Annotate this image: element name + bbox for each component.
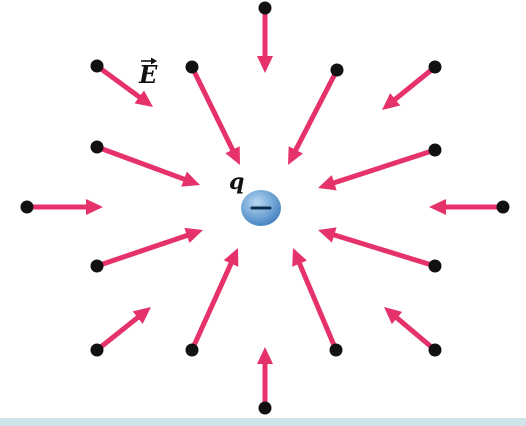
- field-label: E: [138, 60, 158, 89]
- field-arrow-16: [257, 347, 273, 411]
- arrow-head-icon: [292, 248, 307, 267]
- arrow-head-icon: [225, 146, 240, 165]
- field-arrow-4: [288, 67, 340, 165]
- arrow-head-icon: [257, 56, 273, 73]
- arrow-head-icon: [288, 146, 303, 165]
- charge-label: q: [229, 169, 244, 195]
- field-line-origin-dot: [428, 143, 442, 157]
- arrow-head-icon: [132, 307, 151, 324]
- field-arrow-shaft: [329, 147, 438, 186]
- field-arrow-12: [94, 307, 151, 353]
- arrow-head-icon: [382, 93, 401, 110]
- arrow-head-icon: [318, 227, 337, 243]
- field-line-origin-dot: [258, 401, 272, 415]
- field-line-origin-dot: [90, 343, 104, 357]
- field-line-origin-dot: [330, 63, 344, 77]
- field-line-origin-dot: [496, 200, 510, 214]
- arrow-head-icon: [184, 227, 203, 244]
- over-arrow-icon: [141, 57, 157, 65]
- field-arrow-10: [94, 227, 203, 269]
- field-line-origin-dot: [20, 200, 34, 214]
- field-arrow-shaft: [391, 64, 438, 104]
- arrow-head-icon: [429, 199, 446, 215]
- field-arrow-6: [94, 144, 200, 187]
- field-lines: [24, 5, 506, 411]
- field-arrow-1: [257, 5, 273, 73]
- arrow-head-icon: [257, 347, 273, 364]
- field-arrow-shaft: [94, 313, 142, 353]
- field-line-origin-dot: [428, 259, 442, 273]
- field-arrow-14: [292, 248, 339, 353]
- field-line-origins: [20, 1, 510, 415]
- field-arrow-13: [189, 248, 239, 353]
- field-line-origin-dot: [428, 60, 442, 74]
- field-line-origin-dot: [90, 59, 104, 73]
- field-arrow-5: [382, 64, 438, 110]
- field-arrow-shaft: [392, 314, 438, 353]
- field-line-origin-dot: [90, 140, 104, 154]
- field-arrow-3: [189, 64, 240, 165]
- field-arrow-shaft: [94, 63, 144, 101]
- field-arrow-11: [318, 227, 438, 269]
- field-line-origin-dot: [329, 343, 343, 357]
- field-arrow-9: [429, 199, 506, 215]
- field-line-origin-dot: [258, 1, 272, 15]
- arrow-head-icon: [134, 90, 153, 107]
- arrow-head-icon: [86, 199, 103, 215]
- point-charge: [241, 190, 281, 226]
- arrow-head-icon: [223, 248, 239, 267]
- field-arrow-shaft: [292, 67, 340, 155]
- field-line-origin-dot: [185, 343, 199, 357]
- field-arrow-shaft: [296, 259, 339, 353]
- field-arrow-15: [384, 307, 438, 353]
- field-line-origin-dot: [185, 60, 199, 74]
- field-vector-label: E: [138, 57, 158, 89]
- field-arrow-shaft: [329, 231, 438, 269]
- arrow-head-icon: [384, 307, 403, 325]
- field-arrow-7: [318, 147, 438, 191]
- field-arrow-shaft: [94, 144, 189, 183]
- field-arrow-8: [24, 199, 103, 215]
- field-arrow-shaft: [189, 64, 236, 155]
- field-line-origin-dot: [428, 343, 442, 357]
- field-arrow-shaft: [94, 232, 192, 269]
- field-arrow-2: [94, 63, 153, 107]
- arrow-head-icon: [181, 171, 200, 187]
- arrow-head-icon: [318, 175, 337, 191]
- field-line-origin-dot: [90, 259, 104, 273]
- field-arrow-shaft: [189, 259, 235, 353]
- bottom-bar: [0, 418, 526, 426]
